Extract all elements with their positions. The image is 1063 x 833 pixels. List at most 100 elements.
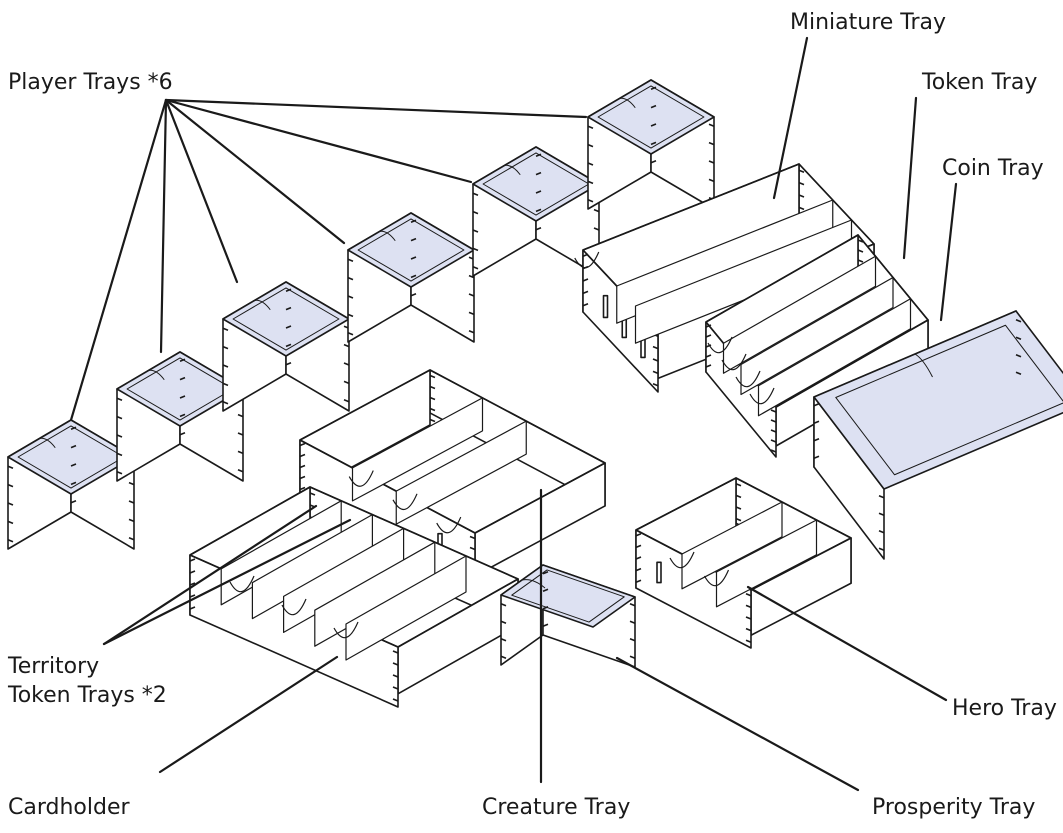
- joint-tab: [128, 481, 135, 486]
- scallop-cutout: [392, 493, 418, 510]
- player-trays-leader-6: [164, 98, 588, 119]
- joint-tab: [468, 293, 475, 297]
- joint-tab: [650, 160, 657, 164]
- joint-tab: [285, 306, 292, 311]
- joint-tab: [770, 429, 777, 433]
- token-tray-leader: [902, 96, 918, 260]
- joint-tab: [392, 662, 399, 666]
- joint-tab: [652, 358, 659, 362]
- joint-tab: [708, 178, 715, 183]
- joint-tab: [1015, 319, 1022, 323]
- joint-tab: [878, 547, 885, 551]
- joint-tab: [222, 401, 229, 405]
- joint-tab: [410, 237, 417, 242]
- joint-tab: [745, 639, 752, 643]
- territory-leader-2: [102, 518, 352, 646]
- joint-tab: [500, 655, 507, 659]
- cardholder-label: Cardholder: [8, 795, 130, 820]
- joint-tab: [343, 362, 350, 366]
- scallop-cutout: [735, 370, 761, 388]
- joint-tab: [116, 452, 123, 457]
- joint-tab: [468, 330, 475, 334]
- joint-tab: [237, 469, 244, 473]
- joint-tab: [7, 539, 14, 543]
- joint-tab: [708, 141, 715, 146]
- joint-tab: [635, 556, 642, 560]
- joint-tab: [237, 432, 244, 436]
- joint-tab: [7, 520, 14, 525]
- joint-tab: [347, 332, 354, 336]
- scallop-cutout: [669, 551, 695, 569]
- joint-tab: [635, 579, 642, 583]
- territory-leader-1: [102, 504, 318, 646]
- divider: [351, 397, 484, 502]
- hero-tray: [635, 477, 852, 649]
- joint-tab: [392, 686, 399, 690]
- joint-tab: [179, 413, 186, 418]
- joint-tab: [857, 249, 864, 253]
- scallop-cutout: [436, 516, 462, 534]
- lid-top: [813, 310, 1063, 490]
- joint-tab: [770, 419, 777, 423]
- token-tray-label: Token Tray: [922, 70, 1038, 95]
- player-tray-1: [7, 419, 135, 550]
- joint-tab: [652, 370, 659, 375]
- joint-tab: [7, 465, 14, 469]
- finger-notch: [148, 369, 165, 381]
- joint-tab: [179, 432, 186, 436]
- hero-tray-label: Hero Tray: [952, 696, 1057, 721]
- player-trays-leader-4: [164, 98, 346, 245]
- lid-inset: [482, 152, 590, 216]
- slot: [656, 561, 662, 584]
- coin-tray: [813, 310, 1063, 560]
- joint-tab: [629, 603, 636, 607]
- joint-tab: [299, 453, 306, 458]
- cardholder-leader: [158, 655, 339, 774]
- joint-tab: [116, 415, 123, 420]
- coin-tray-leader: [939, 182, 958, 322]
- joint-tab: [189, 594, 196, 598]
- joint-tab: [745, 604, 752, 609]
- territory-label-line1: Territory: [8, 654, 100, 679]
- joint-tab: [535, 227, 542, 231]
- joint-tab: [650, 86, 657, 90]
- joint-tab: [70, 500, 77, 504]
- joint-tab: [535, 190, 542, 194]
- lid-inset: [126, 357, 234, 421]
- joint-tab: [705, 324, 712, 328]
- joint-tab: [179, 358, 186, 362]
- joint-tab: [813, 403, 820, 407]
- joint-tab: [128, 518, 135, 523]
- joint-tab: [629, 620, 636, 624]
- joint-tab: [582, 290, 589, 295]
- joint-tab: [745, 593, 752, 597]
- joint-tab: [116, 471, 123, 475]
- joint-tab: [392, 698, 399, 702]
- joint-tab: [535, 208, 542, 213]
- divider: [345, 555, 467, 661]
- joint-tab: [222, 382, 229, 387]
- joint-tab: [410, 256, 417, 260]
- joint-tab: [813, 420, 820, 424]
- joint-tab: [587, 180, 594, 185]
- joint-tab: [542, 588, 549, 592]
- scallop-cutout: [348, 470, 374, 487]
- cardholder: [189, 486, 519, 708]
- joint-tab: [650, 123, 657, 127]
- joint-tab: [635, 533, 642, 537]
- joint-tab: [7, 483, 14, 488]
- joint-tab: [705, 364, 712, 368]
- joint-tab: [222, 327, 229, 331]
- joint-tab: [472, 247, 479, 252]
- lid-inset: [511, 569, 625, 623]
- joint-tab: [469, 535, 476, 540]
- joint-tab: [70, 444, 77, 449]
- joint-tab: [179, 395, 186, 399]
- joint-tab: [770, 439, 777, 443]
- joint-tab: [735, 494, 742, 499]
- joint-tab: [189, 582, 196, 586]
- joint-tab: [582, 278, 589, 282]
- joint-tab: [472, 229, 479, 233]
- joint-tab: [189, 606, 196, 610]
- joint-tab: [299, 464, 306, 469]
